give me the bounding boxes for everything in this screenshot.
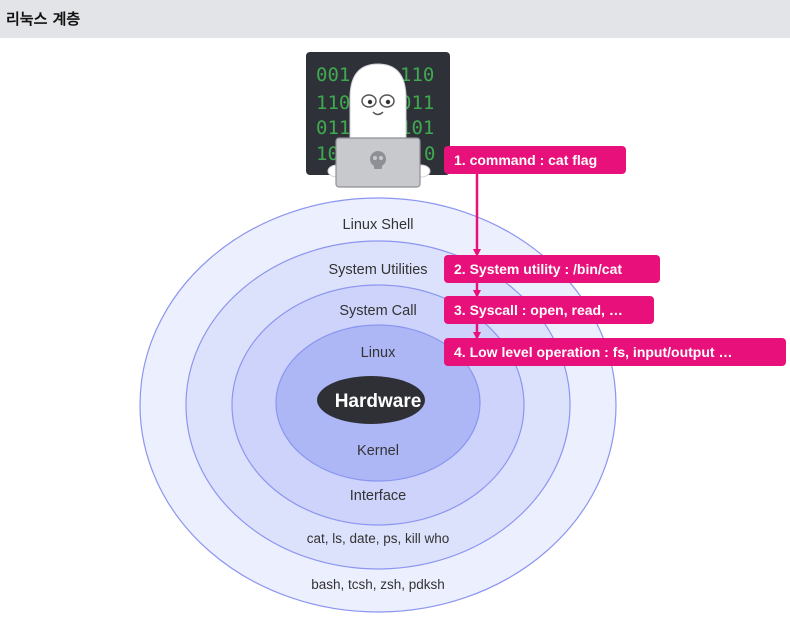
ghost-character [349,63,407,151]
layer-label-utility-examples: cat, ls, date, ps, kill who [307,531,450,546]
step-2-callout: 2. System utility : /bin/cat [444,255,660,283]
section-header: 리눅스 계층 [0,0,790,38]
layer-label-shell-examples: bash, tcsh, zsh, pdksh [311,577,445,592]
binary-text: 001 [316,64,350,86]
binary-text: 110 [400,64,434,86]
step-1-label: 1. command : cat flag [454,152,597,168]
binary-text: 110 [316,92,350,114]
layer-label-interface: Interface [350,488,406,504]
step-3-callout: 3. Syscall : open, read, … [444,296,654,324]
binary-text: 0 [424,143,435,165]
hacker-illustration: 001 110 110 011 011 101 10 0 [306,52,450,188]
binary-text: 101 [400,117,434,139]
binary-text: 011 [400,92,434,114]
hardware-label: Hardware [335,391,422,412]
layer-label-linux: Linux [361,345,396,361]
layer-label-system-call: System Call [339,303,416,319]
layer-label-kernel: Kernel [357,443,399,459]
ghost-mouth [372,111,384,116]
step-4-label: 4. Low level operation : fs, input/outpu… [454,344,732,360]
step-4-callout: 4. Low level operation : fs, input/outpu… [444,338,786,366]
step-2-label: 2. System utility : /bin/cat [454,261,622,277]
step-1-callout: 1. command : cat flag [444,146,626,174]
section-title: 리눅스 계층 [6,10,81,28]
skull-icon [370,151,386,169]
binary-text: 011 [316,117,350,139]
layer-label-shell: Linux Shell [343,217,414,233]
layer-label-utilities: System Utilities [328,262,427,278]
step-3-label: 3. Syscall : open, read, … [454,302,623,318]
hardware-core [317,376,425,424]
binary-text: 10 [316,143,339,165]
